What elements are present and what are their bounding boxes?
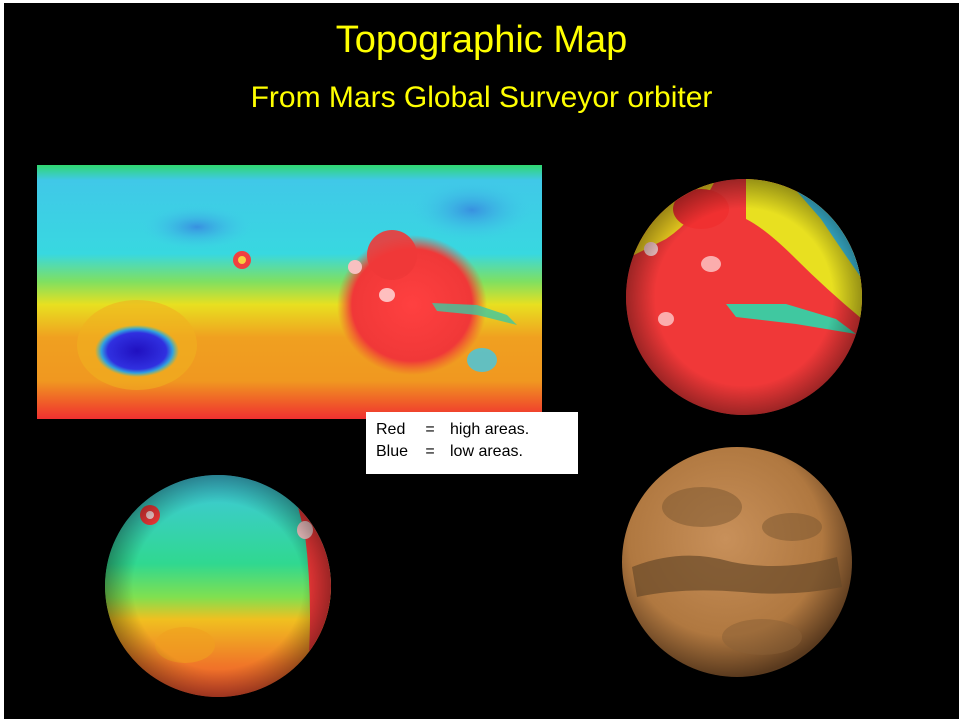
legend-desc: low areas. <box>450 443 523 460</box>
legend-key: Blue <box>376 443 409 460</box>
legend-equals: = <box>425 443 435 460</box>
legend-row-red: Red = high areas. <box>376 419 578 441</box>
color-legend: Red = high areas. Blue = low areas. <box>366 412 578 474</box>
legend-equals: = <box>425 421 435 438</box>
mars-topographic-map-icon <box>37 165 542 419</box>
slide-subtitle: From Mars Global Surveyor orbiter <box>250 81 713 114</box>
mars-topographic-globe-tharsis-icon <box>626 179 862 415</box>
slide-title: Topographic Map <box>335 19 628 61</box>
legend-desc: high areas. <box>450 421 530 438</box>
mars-topographic-globe-northern-lowlands-icon <box>105 475 331 697</box>
slide: Topographic Map From Mars Global Surveyo… <box>4 3 959 719</box>
legend-row-blue: Blue = low areas. <box>376 441 578 463</box>
legend-key: Red <box>376 421 406 438</box>
mars-true-color-globe-icon <box>622 447 852 677</box>
